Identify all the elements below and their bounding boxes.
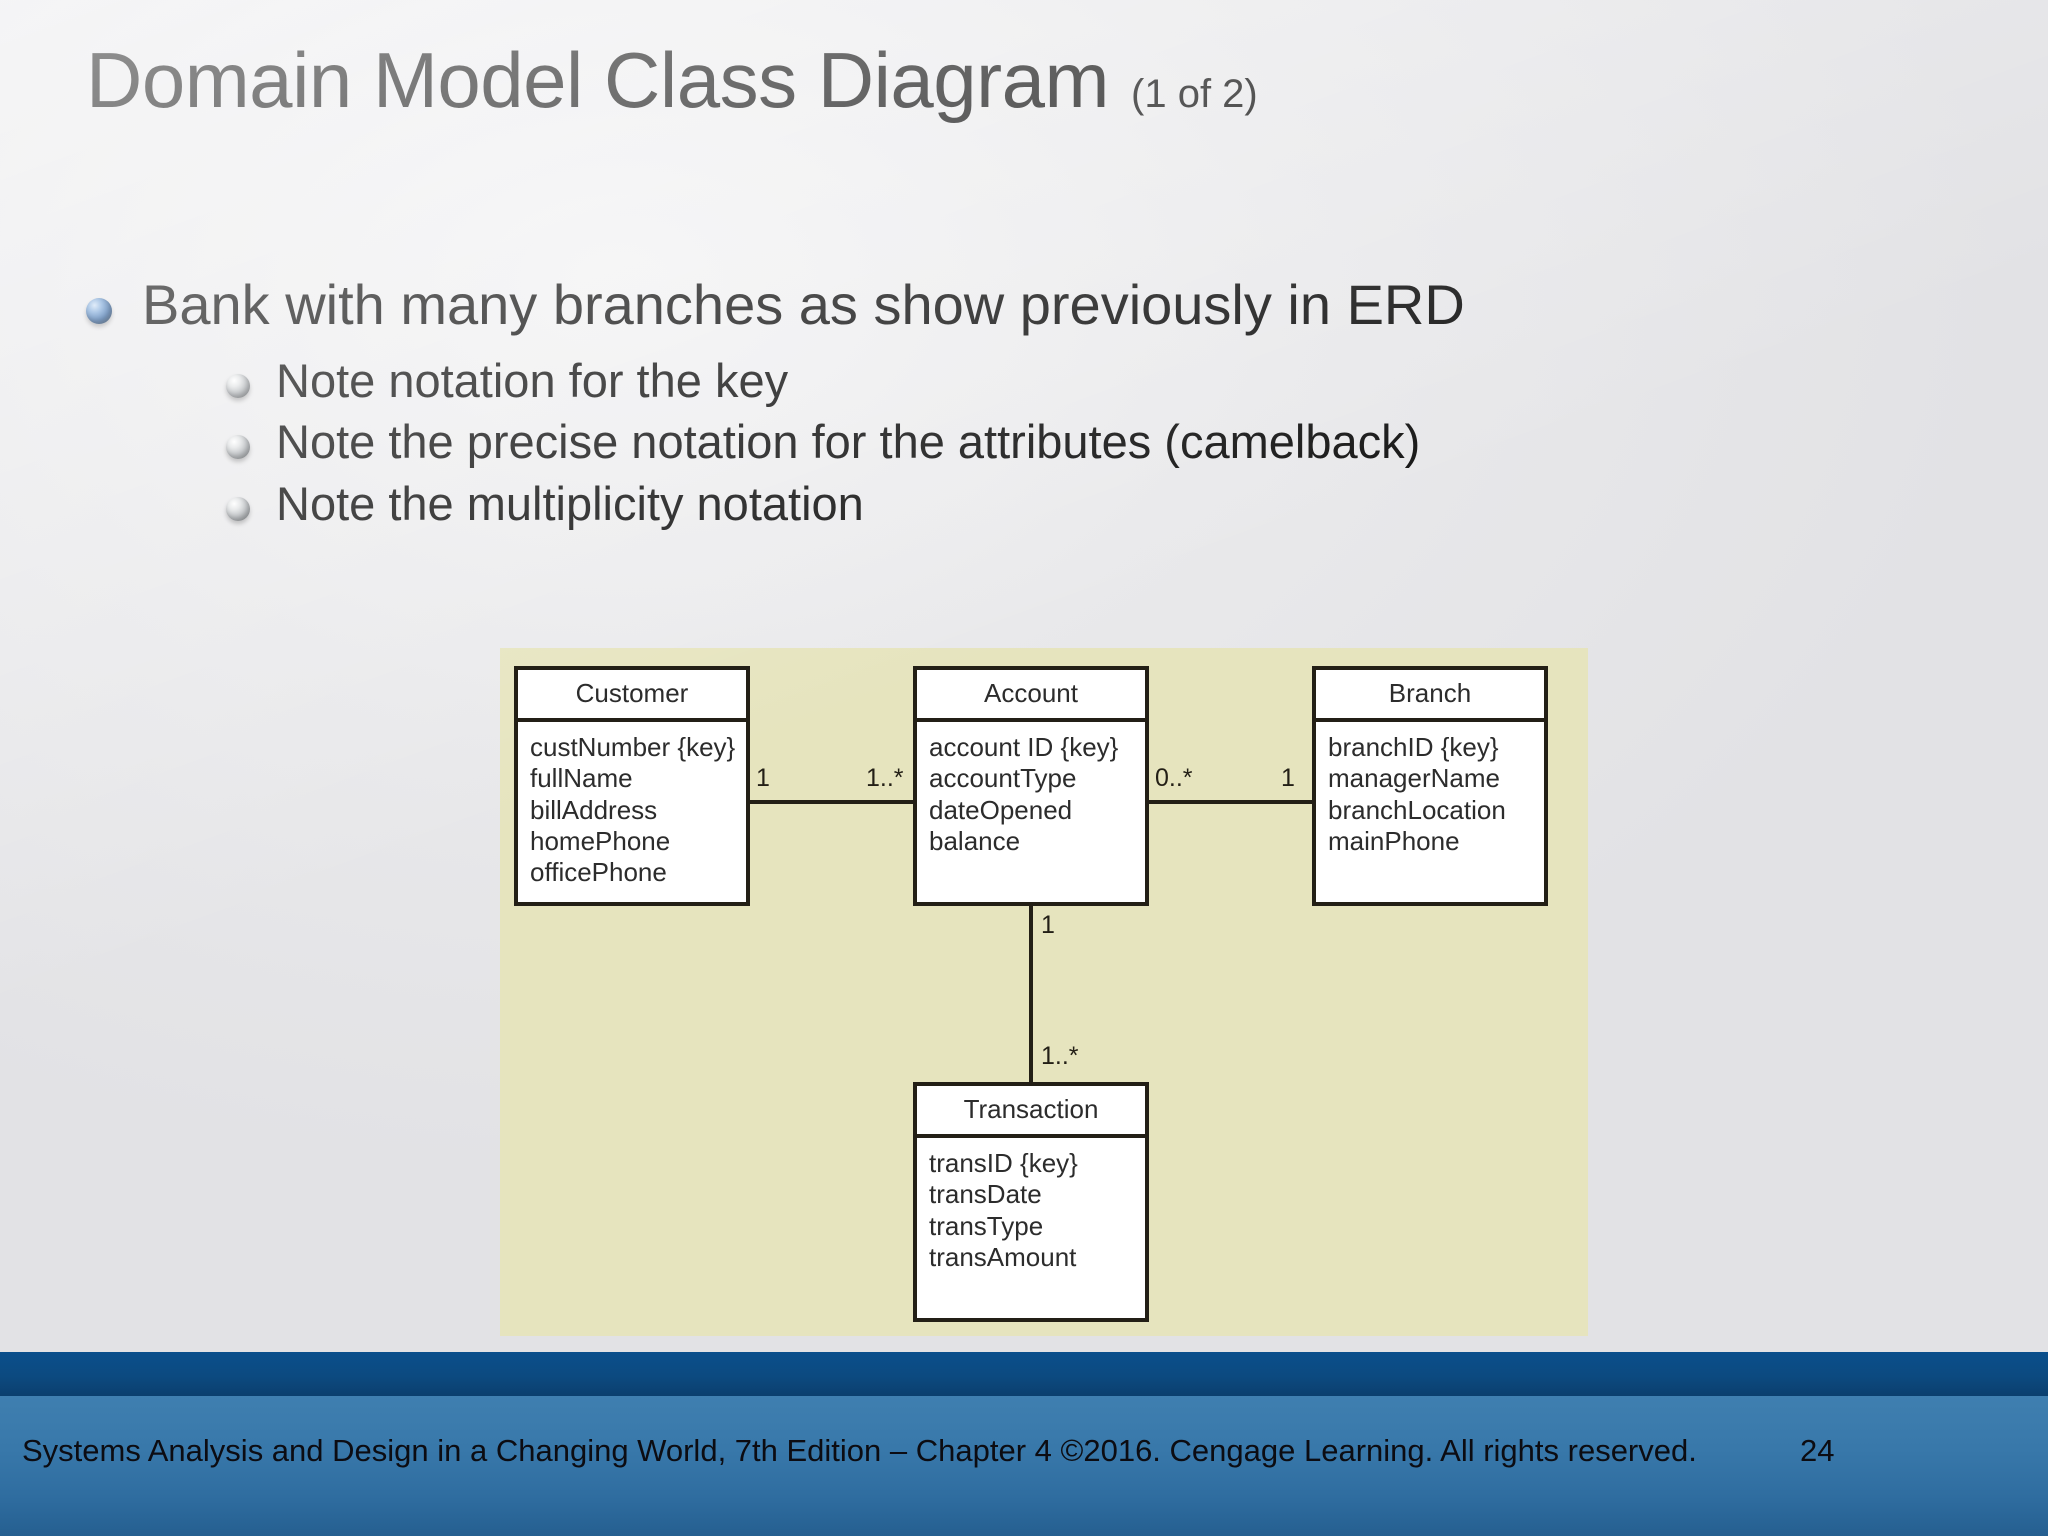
footer-light-band	[0, 1396, 2048, 1536]
bullet-item-level2: Note the precise notation for the attrib…	[226, 413, 1966, 470]
uml-attribute: managerName	[1328, 763, 1500, 794]
uml-attribute-list: transID {key} transDate transType transA…	[917, 1137, 1145, 1318]
multiplicity-customer-side: 1	[756, 764, 770, 792]
uml-attribute: officePhone	[530, 857, 667, 888]
multiplicity-branch-side: 1	[1281, 764, 1295, 792]
gray-sphere-bullet-icon	[226, 435, 250, 460]
footer-dark-band	[0, 1352, 2048, 1396]
uml-attribute: dateOpened	[929, 794, 1073, 825]
uml-attribute: transDate	[929, 1179, 1042, 1210]
uml-attribute-list: branchID {key} managerName branchLocatio…	[1316, 721, 1544, 902]
multiplicity-account-transaction-bottom: 1..*	[1041, 1042, 1079, 1070]
uml-attribute-list: account ID {key} accountType dateOpened …	[917, 721, 1145, 902]
association-line-account-transaction	[1029, 904, 1033, 1084]
uml-attribute: transID {key}	[929, 1147, 1078, 1178]
bullet-item-level2: Note notation for the key	[226, 352, 1966, 409]
uml-attribute: billAddress	[530, 794, 658, 825]
uml-attribute: balance	[929, 825, 1021, 856]
gray-sphere-bullet-icon	[226, 496, 250, 521]
uml-class-transaction[interactable]: Transaction transID {key} transDate tran…	[913, 1082, 1149, 1322]
blue-sphere-bullet-icon	[86, 298, 112, 324]
uml-attribute: transAmount	[929, 1241, 1077, 1272]
page-title: Domain Model Class Diagram (1 of 2)	[86, 36, 1258, 124]
association-line-customer-account	[748, 800, 915, 804]
bullet-item-level2: Note the multiplicity notation	[226, 475, 1966, 532]
uml-attribute: homePhone	[530, 825, 671, 856]
multiplicity-account-branch-left: 0..*	[1155, 764, 1193, 792]
title-subtitle-text: (1 of 2)	[1131, 72, 1258, 116]
uml-class-customer[interactable]: Customer custNumber {key} fullName billA…	[514, 666, 750, 906]
multiplicity-account-side: 1..*	[866, 764, 904, 792]
multiplicity-account-transaction-top: 1	[1041, 911, 1055, 939]
bullet-text: Note notation for the key	[276, 354, 789, 408]
bullet-text: Note the multiplicity notation	[276, 476, 864, 530]
uml-attribute: branchID {key}	[1328, 731, 1499, 762]
bullet-item-level1: Bank with many branches as show previous…	[86, 272, 1966, 338]
uml-attribute: account ID {key}	[929, 731, 1119, 762]
uml-class-branch[interactable]: Branch branchID {key} managerName branch…	[1312, 666, 1548, 906]
uml-attribute: mainPhone	[1328, 825, 1460, 856]
uml-class-name: Account	[917, 670, 1145, 722]
uml-attribute: accountType	[929, 763, 1077, 794]
footer-copyright-text: Systems Analysis and Design in a Changin…	[22, 1433, 1697, 1468]
gray-sphere-bullet-icon	[226, 374, 250, 399]
uml-attribute: custNumber {key}	[530, 731, 736, 762]
uml-class-name: Transaction	[917, 1086, 1145, 1138]
uml-attribute-list: custNumber {key} fullName billAddress ho…	[518, 721, 746, 902]
bullet-list: Bank with many branches as show previous…	[86, 272, 1966, 536]
uml-attribute: fullName	[530, 763, 633, 794]
slide-page-number: 24	[1800, 1433, 1835, 1468]
uml-class-name: Customer	[518, 670, 746, 722]
uml-attribute: branchLocation	[1328, 794, 1506, 825]
bullet-text: Note the precise notation for the attrib…	[276, 415, 1421, 469]
uml-class-diagram: 1 1..* 0..* 1 1 1..* Customer custNumber…	[500, 648, 1588, 1336]
association-line-account-branch	[1147, 800, 1314, 804]
uml-attribute: transType	[929, 1210, 1044, 1241]
title-main-text: Domain Model Class Diagram	[86, 36, 1110, 124]
uml-class-account[interactable]: Account account ID {key} accountType dat…	[913, 666, 1149, 906]
bullet-text: Bank with many branches as show previous…	[142, 273, 1465, 336]
uml-class-name: Branch	[1316, 670, 1544, 722]
